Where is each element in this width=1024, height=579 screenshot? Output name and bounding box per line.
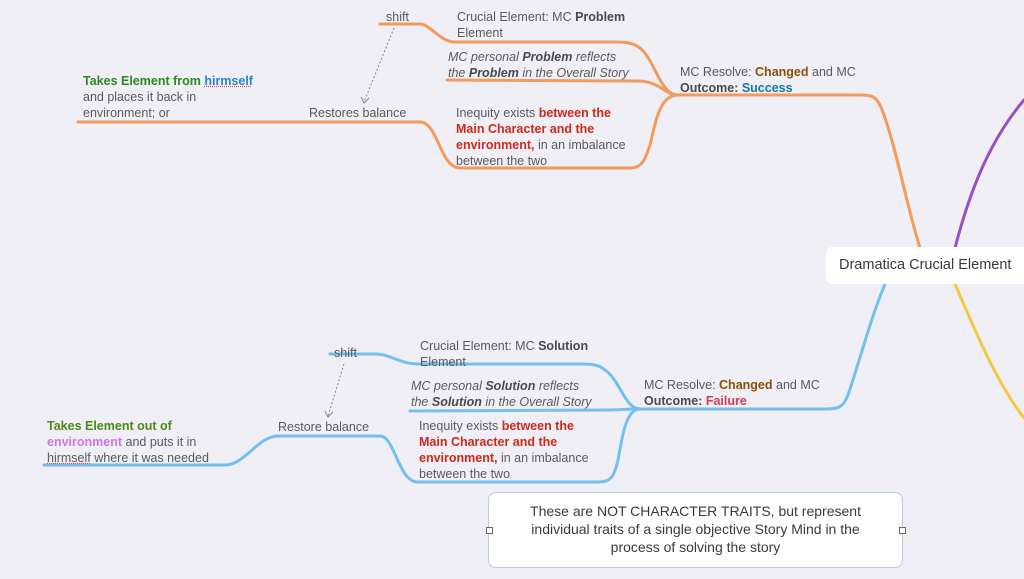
inequity-emphasis: between the	[538, 106, 611, 120]
takes-line3: where it was needed	[90, 451, 209, 465]
inequity-emphasis: Main Character and the	[456, 122, 595, 136]
inequity-text: in an imbalance	[497, 451, 589, 465]
outcome-colon: :	[698, 394, 706, 408]
solution-restore-node[interactable]: Restore balance	[278, 419, 369, 435]
crucial-line2: Element	[457, 26, 503, 40]
takes-green: Takes Element from	[83, 74, 205, 88]
resize-handle-left[interactable]	[486, 527, 493, 534]
solution-branch-lines	[42, 282, 887, 484]
solution-reflects-node[interactable]: MC personal Solution reflects the Soluti…	[411, 378, 592, 410]
note-line: individual traits of a single objective …	[531, 521, 860, 537]
takes-line3: environment; or	[83, 106, 170, 120]
problem-reflects-node[interactable]: MC personal Problem reflects the Problem…	[448, 49, 629, 81]
inequity-text: Inequity exists	[419, 419, 502, 433]
crucial-prefix: Crucial Element: MC	[457, 10, 576, 24]
solution-resolve-node[interactable]: MC Resolve: Changed and MC Outcome: Fail…	[644, 377, 820, 409]
takes-line2: and places it back in	[83, 90, 197, 104]
reflects-text: the	[411, 395, 432, 409]
inequity-text: in an imbalance	[534, 138, 626, 152]
crucial-prefix: Crucial Element: MC	[420, 339, 539, 353]
inequity-text: Inequity exists	[456, 106, 539, 120]
outcome-value: Success	[741, 81, 793, 95]
root-node[interactable]: Dramatica Crucial Element	[826, 247, 1024, 284]
problem-inequity-node[interactable]: Inequity exists between the Main Charact…	[456, 105, 626, 169]
outcome-label: Outcome	[644, 394, 699, 408]
root-label: Dramatica Crucial Element	[839, 257, 1012, 273]
note-line: process of solving the story	[610, 539, 781, 555]
crucial-line2: Element	[420, 355, 466, 369]
crucial-bold: Problem	[575, 10, 626, 24]
inequity-text: between the two	[419, 467, 511, 481]
shift-label: shift	[334, 346, 357, 360]
inequity-emphasis: Main Character and the	[419, 435, 558, 449]
takes-blue: hirmself	[204, 74, 253, 88]
note-line: These are NOT CHARACTER TRAITS, but repr…	[530, 503, 861, 519]
arrowheads	[324, 96, 370, 418]
resolve-prefix: MC Resolve:	[644, 378, 720, 392]
restores-label: Restores balance	[309, 106, 407, 120]
takes-purple: environment	[47, 435, 123, 449]
resize-handle-right[interactable]	[899, 527, 906, 534]
relationship-arrows	[327, 27, 395, 417]
resolve-prefix: MC Resolve:	[680, 65, 756, 79]
crucial-bold: Solution	[538, 339, 589, 353]
problem-resolve-node[interactable]: MC Resolve: Changed and MC Outcome: Succ…	[680, 64, 856, 96]
inequity-emphasis: environment,	[419, 451, 498, 465]
problem-branch-lines	[76, 22, 922, 250]
solution-shift-node[interactable]: shift	[334, 345, 357, 361]
problem-shift-node[interactable]: shift	[386, 9, 409, 25]
problem-restores-node[interactable]: Restores balance	[309, 105, 406, 121]
note-box[interactable]: These are NOT CHARACTER TRAITS, but repr…	[488, 492, 903, 568]
problem-crucial-node[interactable]: Crucial Element: MC Problem Element	[457, 9, 625, 41]
yellow-branch-line	[953, 282, 1024, 420]
takes-line2: and puts it in	[122, 435, 197, 449]
outcome-label: Outcome	[680, 81, 735, 95]
inequity-emphasis: environment,	[456, 138, 535, 152]
solution-takes-node[interactable]: Takes Element out of environment and put…	[47, 418, 209, 466]
reflects-bold: Problem	[468, 66, 519, 80]
reflects-text: reflects	[535, 379, 580, 393]
reflects-text: MC personal	[448, 50, 523, 64]
reflects-bold: Problem	[522, 50, 573, 64]
resolve-value: Changed	[755, 65, 809, 79]
reflects-text: the	[448, 66, 469, 80]
takes-spell: hirmself	[47, 451, 91, 465]
reflects-bold: Solution	[485, 379, 536, 393]
reflects-text: in the Overall Story	[481, 395, 592, 409]
solution-crucial-node[interactable]: Crucial Element: MC Solution Element	[420, 338, 588, 370]
resolve-middle: and MC	[772, 378, 820, 392]
resolve-value: Changed	[719, 378, 773, 392]
purple-branch-line	[953, 98, 1024, 250]
outcome-colon: :	[734, 81, 742, 95]
inequity-emphasis: between the	[501, 419, 574, 433]
reflects-text: reflects	[572, 50, 617, 64]
shift-label: shift	[386, 10, 409, 24]
reflects-text: MC personal	[411, 379, 486, 393]
resolve-middle: and MC	[808, 65, 856, 79]
reflects-bold: Solution	[431, 395, 482, 409]
problem-takes-node[interactable]: Takes Element from hirmself and places i…	[83, 73, 253, 121]
solution-inequity-node[interactable]: Inequity exists between the Main Charact…	[419, 418, 589, 482]
takes-green: Takes Element out of	[47, 419, 172, 433]
inequity-text: between the two	[456, 154, 548, 168]
outcome-value: Failure	[705, 394, 747, 408]
restore-label: Restore balance	[278, 420, 370, 434]
reflects-text: in the Overall Story	[518, 66, 629, 80]
